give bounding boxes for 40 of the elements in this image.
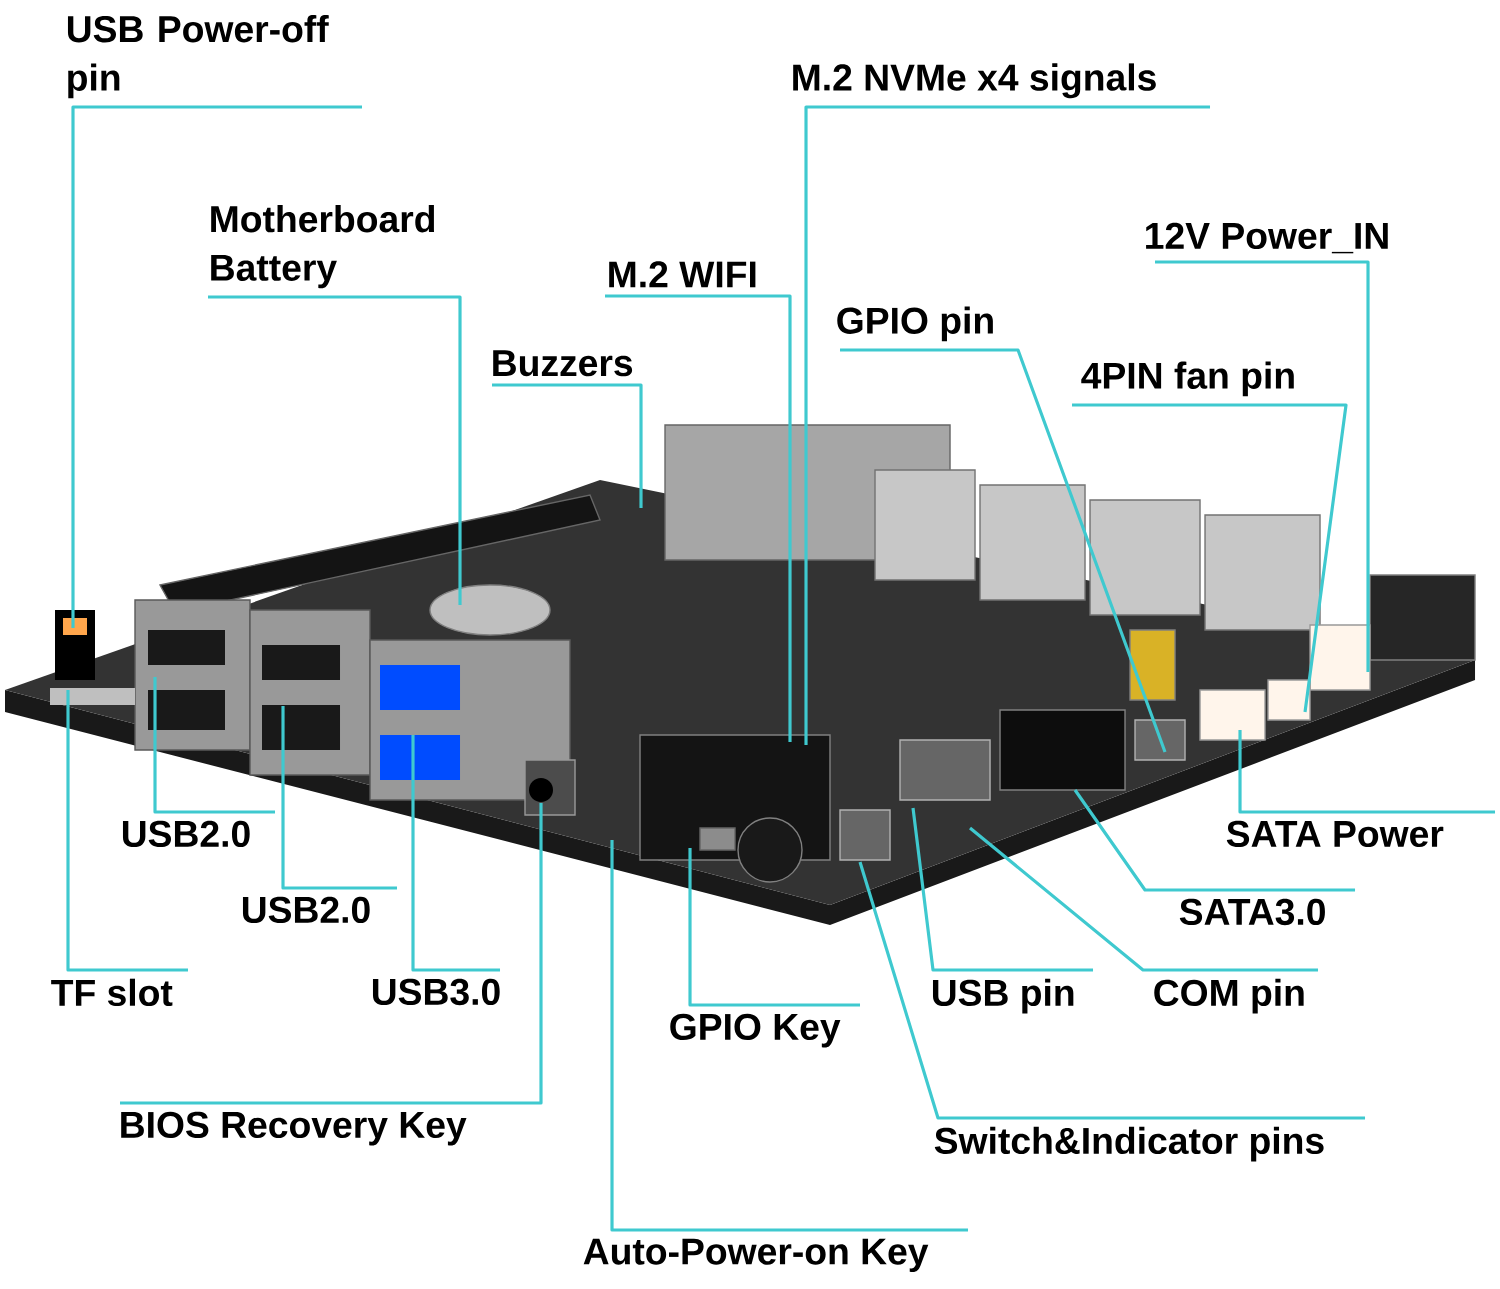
leader-line (281, 706, 397, 890)
callout-label: Auto-Power-on Key (583, 1238, 929, 1273)
callout-label: Switch&Indicator pins (934, 1126, 1324, 1162)
callout-label: SATA3.0 (1179, 898, 1325, 926)
callout-label: M.2 NVMe x4 signals (793, 63, 1156, 99)
leader-line (411, 735, 500, 972)
callout-label: TF slot (51, 978, 173, 1007)
leader-line (969, 826, 1318, 972)
leader-line (804, 105, 1210, 745)
callout-label: USB2.0 (242, 896, 370, 924)
leader-line (858, 861, 1365, 1120)
callout-label: M.2 WIFI (609, 261, 756, 288)
callout-label: GPIO Key (670, 1013, 841, 1048)
callout-label: COM pin (1154, 978, 1304, 1014)
callout-label: SATA Power (1226, 820, 1444, 848)
leader-line (153, 677, 275, 814)
callout-label: 4PIN fan pin (1081, 361, 1294, 397)
callout-label: USB3.0 (372, 978, 500, 1006)
leader-line (120, 803, 543, 1105)
callout-label: 12V Power_IN (1146, 222, 1388, 254)
leader-line (1155, 260, 1370, 672)
callout-label: Motherboard Battery (211, 205, 435, 289)
leader-line (71, 105, 362, 628)
leader-line (1072, 403, 1348, 713)
callout-label: USB2.0 (122, 820, 250, 848)
leader-line (605, 294, 792, 742)
leader-line (492, 383, 643, 508)
leader-line (688, 848, 860, 1007)
leader-line (208, 295, 462, 605)
leader-line (1238, 730, 1495, 814)
leader-line (66, 690, 188, 972)
leader-line (840, 348, 1167, 753)
leader-line (1073, 789, 1355, 892)
leader-line (911, 807, 1093, 972)
callout-label: GPIO pin (837, 306, 993, 342)
leader-line (610, 840, 968, 1232)
callout-label: USB pin (933, 978, 1074, 1014)
callout-label: Buzzers (493, 350, 633, 377)
callout-label: BIOS Recovery Key (121, 1111, 467, 1146)
callout-label: USB Power-off pin (67, 15, 329, 99)
